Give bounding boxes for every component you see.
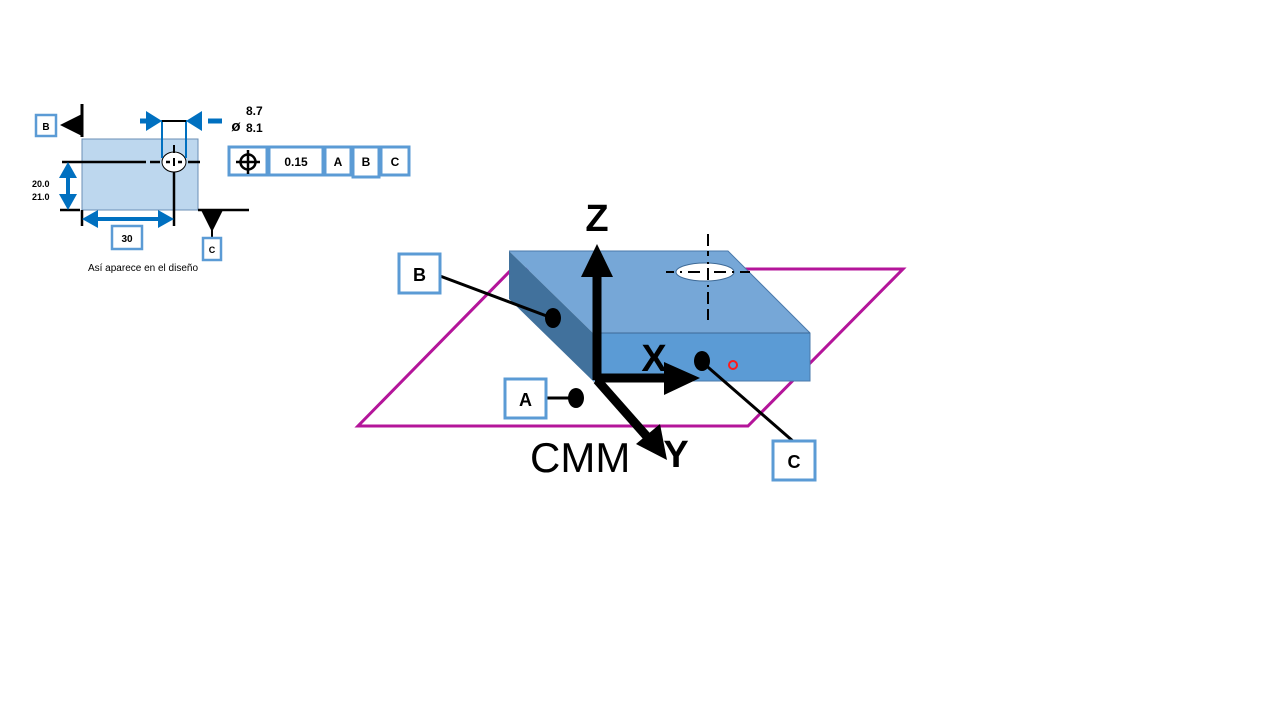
diameter-min: 8.1: [246, 121, 263, 135]
arrow-right-icon: [158, 210, 174, 228]
fcf-tolerance: 0.15: [284, 155, 308, 169]
datum-plane-a: [354, 267, 907, 428]
contact-point: [568, 388, 584, 408]
datum-b-label: B: [42, 122, 49, 133]
arrow-left-icon: [186, 111, 202, 131]
datum-c-label: C: [788, 452, 801, 472]
datum-c-symbol: C: [198, 208, 249, 262]
axis-x-arrow-icon: [664, 362, 700, 395]
fcf-datum-b: B: [362, 155, 371, 169]
laser-dot: [728, 360, 738, 370]
arrow-down-icon: [59, 194, 77, 210]
datum-c-callout: C: [694, 351, 817, 482]
axis-y-arrow-icon: [636, 424, 667, 460]
fcf-datum-a: A: [334, 155, 343, 169]
hole-center-lines: [666, 234, 750, 320]
isometric-setup: Z X Y B A C CMM: [354, 198, 907, 482]
cmm-label: CMM: [530, 434, 630, 481]
engineering-drawing: B ø 8.7 8.1: [32, 104, 411, 274]
part-outline: [81, 138, 199, 211]
arrow-up-icon: [59, 162, 77, 178]
axis-y-label: Y: [663, 434, 688, 476]
datum-triangle-icon: [60, 114, 82, 136]
feature-control-frame: 0.15 A B C: [227, 145, 411, 179]
diameter-max: 8.7: [246, 104, 263, 118]
fcf-datum-c: C: [391, 155, 400, 169]
width-value: 30: [121, 234, 133, 245]
contact-point: [545, 308, 561, 328]
arrow-left-icon: [82, 210, 98, 228]
coordinate-axes: Z X Y: [581, 198, 700, 476]
arrow-right-icon: [146, 111, 162, 131]
datum-b-symbol: B: [34, 104, 84, 138]
drawing-caption: Así aparece en el diseño: [88, 263, 199, 274]
axis-x-label: X: [641, 338, 667, 380]
height-max: 20.0: [32, 179, 50, 189]
height-dimension: 20.0 21.0: [32, 162, 80, 212]
width-dimension: 30: [80, 210, 174, 251]
diameter-symbol: ø: [231, 118, 241, 135]
height-min: 21.0: [32, 192, 50, 202]
axis-z-label: Z: [585, 198, 608, 240]
position-icon: [236, 150, 260, 174]
hole-feature: [62, 145, 200, 226]
datum-a-callout: A: [503, 377, 584, 420]
datum-b-callout: B: [397, 252, 561, 328]
datum-b-label: B: [413, 265, 426, 285]
datum-triangle-icon: [201, 210, 223, 232]
contact-point: [694, 351, 710, 371]
axis-z-arrow-icon: [581, 244, 613, 277]
diameter-dimension: ø 8.7 8.1: [140, 104, 263, 158]
datum-c-label: C: [209, 245, 216, 255]
datum-a-label: A: [519, 390, 532, 410]
